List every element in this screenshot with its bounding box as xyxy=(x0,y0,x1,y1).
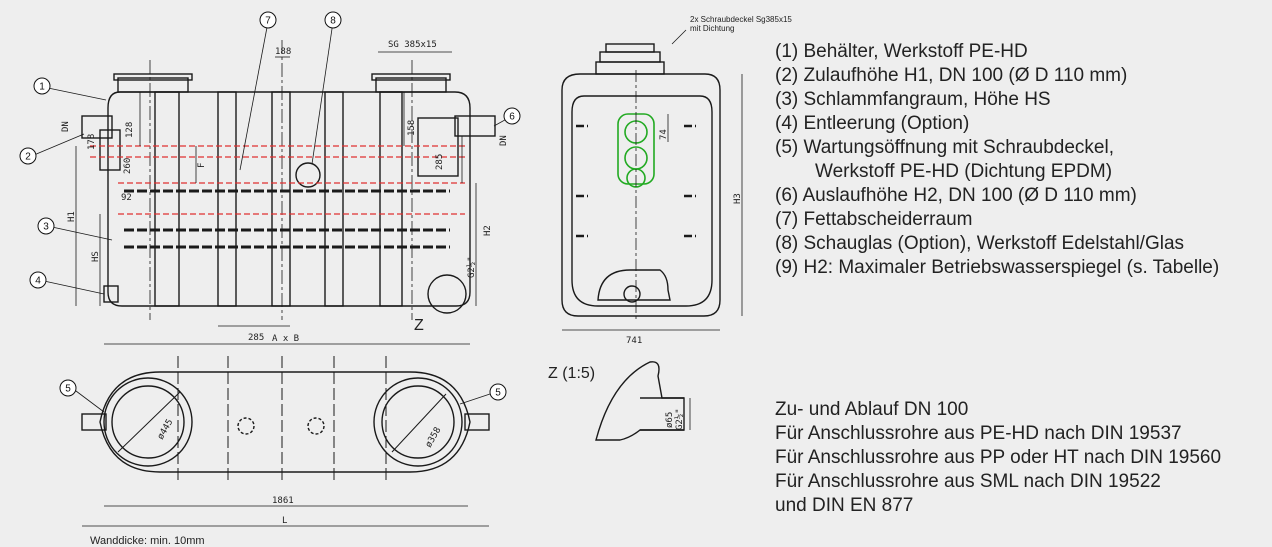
legend-item-4: (4) Entleerung (Option) xyxy=(775,113,970,134)
wall-thickness-note: Wanddicke: min. 10mm xyxy=(90,535,205,547)
legend-item-5: (5) Wartungsöffnung mit Schraubdeckel, xyxy=(775,137,1115,158)
dim-f: F xyxy=(197,163,207,168)
callout-7: 7 xyxy=(265,16,271,27)
dim-445: ø445 xyxy=(156,418,176,442)
dim-74-side: 74 xyxy=(659,129,669,140)
dim-h3: H3 xyxy=(733,193,743,204)
legend-item-3: (3) Schlammfangraum, Höhe HS xyxy=(775,89,1051,110)
legend-item-8: (8) Schauglas (Option), Werkstoff Edelst… xyxy=(775,233,1185,254)
cover-note-line1: 2x Schraubdeckel Sg385x15 xyxy=(690,15,792,24)
note-line-2: Für Anschlussrohre aus PE-HD nach DIN 19… xyxy=(775,423,1182,444)
side-view xyxy=(561,43,721,317)
dim-741: 741 xyxy=(626,336,642,346)
z-marker: Z xyxy=(414,317,424,334)
dim-285-h: 285 xyxy=(248,333,264,343)
legend-item-2: (2) Zulaufhöhe H1, DN 100 (Ø D 110 mm) xyxy=(775,65,1128,86)
callout-6: 6 xyxy=(509,112,515,123)
note-line-3: Für Anschlussrohre aus PP oder HT nach D… xyxy=(775,447,1222,468)
detail-z xyxy=(595,361,691,441)
dim-dn-left: DN xyxy=(61,121,71,132)
dim-260: 260 xyxy=(123,158,133,174)
front-view xyxy=(81,73,496,314)
dim-188: 188 xyxy=(275,47,291,57)
callout-8: 8 xyxy=(330,16,336,27)
callout-5-right: 5 xyxy=(495,388,501,399)
dim-h1: H1 xyxy=(67,211,77,222)
dim-65: ø65 xyxy=(665,412,675,428)
dim-dn-right: DN xyxy=(499,135,509,146)
dim-l: L xyxy=(282,516,287,526)
legend-item-6: (6) Auslaufhöhe H2, DN 100 (Ø D 110 mm) xyxy=(775,185,1137,206)
dim-178: 178 xyxy=(87,134,97,150)
dim-358: ø358 xyxy=(424,426,444,450)
dim-hs: HS xyxy=(91,251,101,262)
callout-3: 3 xyxy=(43,222,49,233)
dim-92: 92 xyxy=(121,193,132,203)
dim-128: 128 xyxy=(125,122,135,138)
callout-1: 1 xyxy=(39,82,45,93)
note-line-5: und DIN EN 877 xyxy=(775,495,914,516)
legend-item-7: (7) Fettabscheiderraum xyxy=(775,209,973,230)
dim-sg: SG 385x15 xyxy=(388,40,437,50)
legend-item-9: (9) H2: Maximaler Betriebswasserspiegel … xyxy=(775,257,1220,278)
callout-2: 2 xyxy=(25,152,31,163)
cover-note-line2: mit Dichtung xyxy=(690,24,734,33)
dim-g212-z: G2½" xyxy=(674,408,685,430)
callout-4: 4 xyxy=(35,276,41,287)
note-line-1: Zu- und Ablauf DN 100 xyxy=(775,399,969,420)
top-view xyxy=(81,371,490,473)
legend-item-1: (1) Behälter, Werkstoff PE-HD xyxy=(775,41,1028,62)
legend: (1) Behälter, Werkstoff PE-HD (2) Zulauf… xyxy=(775,40,1270,280)
note-line-4: Für Anschlussrohre aus SML nach DIN 1952… xyxy=(775,471,1161,492)
connection-notes: Zu- und Ablauf DN 100 Für Anschlussrohre… xyxy=(775,398,1270,518)
dim-g212: G2½" xyxy=(466,256,477,278)
dim-158: 158 xyxy=(407,120,417,136)
callout-5-left: 5 xyxy=(65,384,71,395)
dim-h2: H2 xyxy=(483,225,493,236)
z-detail-title: Z (1:5) xyxy=(548,365,595,382)
dim-axb: A x B xyxy=(272,334,299,344)
legend-item-5-cont: Werkstoff PE-HD (Dichtung EPDM) xyxy=(815,161,1113,182)
dim-285-v: 285 xyxy=(435,154,445,170)
dim-1861: 1861 xyxy=(272,496,294,506)
